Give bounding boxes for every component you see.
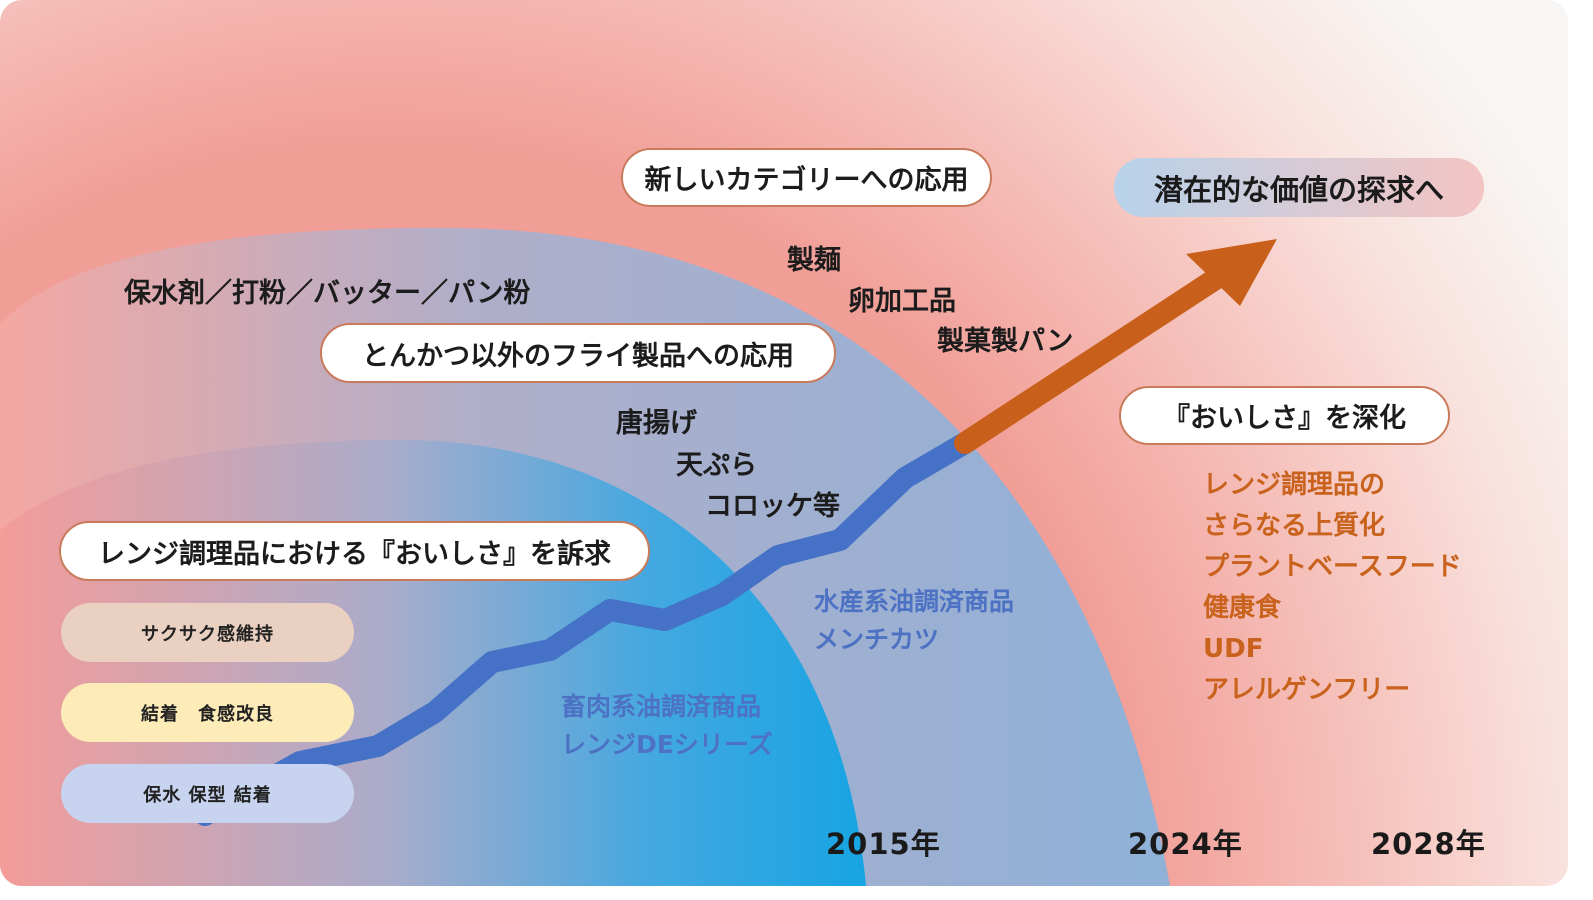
year-2015: 2015年 bbox=[826, 827, 941, 861]
future-item-4: 健康食 bbox=[1203, 593, 1282, 623]
uses-line: 保水剤／打粉／バッター／パン粉 bbox=[124, 278, 531, 309]
year-2024: 2024年 bbox=[1128, 827, 1243, 861]
future-arrow-head bbox=[1186, 239, 1277, 306]
item-tempura: 天ぷら bbox=[676, 450, 757, 481]
future-item-3: プラントベースフード bbox=[1203, 552, 1462, 582]
headline-text: 潜在的な価値の探求へ bbox=[1153, 172, 1444, 207]
item-karaage: 唐揚げ bbox=[616, 408, 697, 439]
phase-title-deepen: 『おいしさ』を深化 bbox=[1119, 386, 1450, 445]
tag-binding: 結着 食感改良 bbox=[61, 683, 354, 742]
tag-water-retention: 保水 保型 結着 bbox=[61, 764, 354, 823]
growth-line bbox=[194, 432, 976, 826]
future-item-5: UDF bbox=[1203, 634, 1264, 664]
headline-pill bbox=[1114, 158, 1484, 217]
future-item-1: レンジ調理品の bbox=[1203, 470, 1386, 500]
year-2028: 2028年 bbox=[1371, 827, 1486, 861]
item-bakery: 製菓製パン bbox=[937, 326, 1074, 357]
product-seafood: 水産系油調済商品 bbox=[814, 587, 1015, 616]
future-item-6: アレルゲンフリー bbox=[1203, 675, 1411, 705]
future-item-2: さらなる上質化 bbox=[1203, 511, 1386, 541]
future-arrow-shaft bbox=[954, 261, 1237, 454]
phase-title-microwave: レンジ調理品における『おいしさ』を訴求 bbox=[59, 521, 650, 581]
item-croquette: コロッケ等 bbox=[705, 491, 840, 522]
product-meat: 畜肉系油調済商品 bbox=[561, 692, 762, 721]
item-noodles: 製麺 bbox=[787, 245, 841, 276]
item-egg: 卵加工品 bbox=[848, 286, 956, 317]
product-range-de: レンジDEシリーズ bbox=[561, 730, 773, 759]
phase-title-fried: とんかつ以外のフライ製品への応用 bbox=[320, 323, 836, 383]
phase-title-new-category: 新しいカテゴリーへの応用 bbox=[621, 148, 992, 207]
tag-crispy: サクサク感維持 bbox=[61, 603, 354, 662]
product-menchikatsu: メンチカツ bbox=[814, 625, 940, 654]
roadmap-canvas: 潜在的な価値の探求へ レンジ調理品における『おいしさ』を訴求 とんかつ以外のフラ… bbox=[0, 0, 1568, 886]
